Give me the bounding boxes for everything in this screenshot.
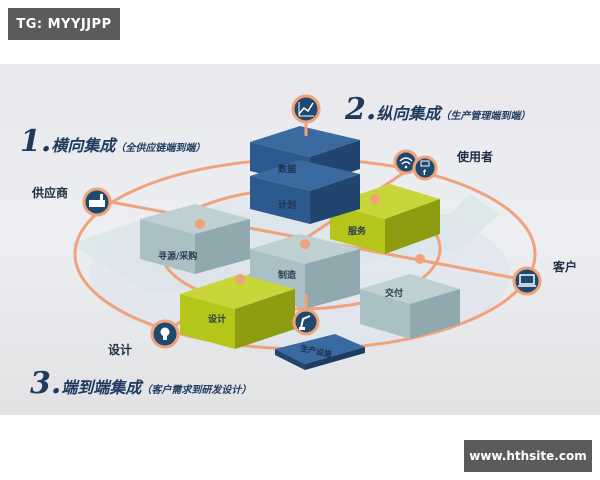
svg-text:f: f bbox=[423, 169, 427, 177]
title-end-to-end-integration: 3.端到端集成（客户需求到研发设计） bbox=[30, 366, 251, 401]
title-vertical-integration: 2.纵向集成（生产管理端到端） bbox=[345, 92, 530, 127]
integration-diagram: f 1.横向集成（全供应链端到端） 2.纵向集成（生产管理端到端） 3.端到端集… bbox=[0, 64, 600, 415]
title-number: 1. bbox=[20, 124, 52, 159]
title-main: 纵向集成 bbox=[376, 104, 441, 123]
factory-icon bbox=[82, 187, 112, 217]
node-label-design: 设计 bbox=[108, 343, 133, 357]
diagram-graphics: f bbox=[70, 94, 542, 370]
box-label-service: 服务 bbox=[348, 227, 367, 237]
title-sub: （生产管理端到端） bbox=[440, 111, 531, 122]
node-label-user: 使用者 bbox=[457, 150, 494, 164]
title-horizontal-integration: 1.横向集成（全供应链端到端） bbox=[20, 124, 205, 159]
lightbulb-icon bbox=[150, 319, 180, 349]
box-label-plan: 计划 bbox=[278, 201, 297, 211]
title-main: 端到端集成 bbox=[61, 378, 142, 397]
title-sub: （客户需求到研发设计） bbox=[141, 385, 252, 396]
box-label-design: 设计 bbox=[208, 315, 227, 325]
robot-arm-icon bbox=[292, 308, 320, 336]
line-chart-icon bbox=[291, 94, 321, 124]
box-label-sourcing: 寻源/采购 bbox=[158, 252, 198, 262]
watermark-top: TG: MYYJJPP bbox=[8, 8, 120, 40]
box-label-manufacturing: 制造 bbox=[278, 271, 297, 281]
node-label-supplier: 供应商 bbox=[32, 186, 69, 200]
node-label-customer: 客户 bbox=[553, 260, 578, 274]
laptop-icon bbox=[512, 266, 542, 296]
watermark-bottom: www.hthsite.com bbox=[464, 440, 592, 472]
title-number: 3. bbox=[30, 366, 62, 401]
title-sub: （全供应链端到端） bbox=[115, 143, 206, 154]
box-label-data: 数据 bbox=[278, 165, 297, 175]
title-main: 横向集成 bbox=[51, 136, 116, 155]
social-chat-icon: f bbox=[412, 155, 438, 181]
box-label-delivery: 交付 bbox=[385, 289, 404, 299]
title-number: 2. bbox=[345, 92, 377, 127]
